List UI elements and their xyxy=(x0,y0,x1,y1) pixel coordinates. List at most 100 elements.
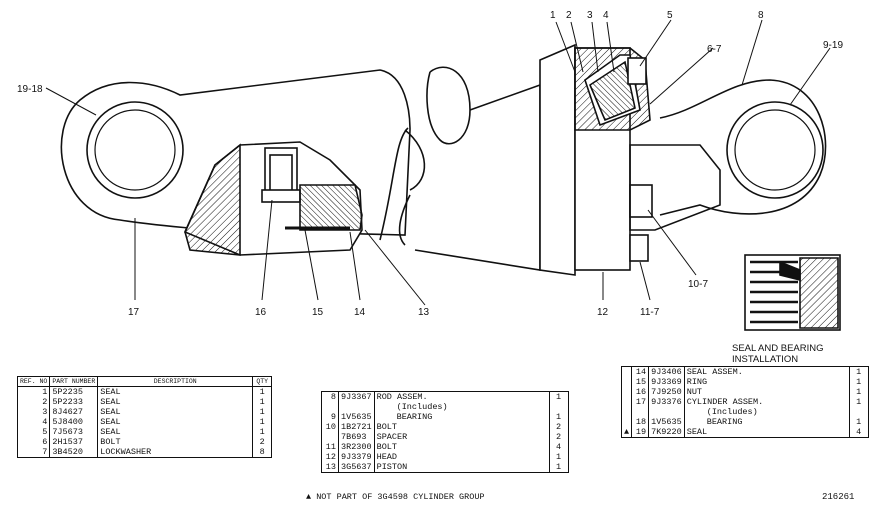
cell-desc: SEAL xyxy=(97,417,254,427)
cell-desc: (Includes) xyxy=(374,402,550,412)
cell-ref: 10 xyxy=(321,422,339,432)
callout-16: 16 xyxy=(255,307,267,318)
cell-qty: 4 xyxy=(556,442,562,452)
cell-desc: SEAL xyxy=(684,427,850,438)
callout-2: 2 xyxy=(566,10,572,21)
cell-desc: SEAL xyxy=(97,427,254,437)
cell-desc: HEAD xyxy=(374,452,550,462)
cell-qty xyxy=(849,407,868,417)
cell-ref: 7 xyxy=(17,447,51,458)
cell-desc: BOLT xyxy=(374,442,550,452)
cell-desc: PISTON xyxy=(374,462,550,473)
rod-head xyxy=(539,43,721,276)
tube-break xyxy=(379,66,541,271)
cell-qty: 1 xyxy=(556,452,562,462)
cell-qty: 1 xyxy=(259,397,265,407)
cell-qty: 4 xyxy=(856,427,862,437)
callout-17: 17 xyxy=(128,307,140,318)
cell-part: 1V5635 xyxy=(648,417,685,427)
callout-14: 14 xyxy=(354,307,366,318)
cell-part: 9J3406 xyxy=(648,366,685,377)
callout-15: 15 xyxy=(312,307,324,318)
cell-qty: 2 xyxy=(556,422,562,432)
cell-part: 3B4520 xyxy=(49,447,99,458)
qty-header: QTY xyxy=(252,376,272,387)
seal-installation-caption: SEAL AND BEARING INSTALLATION xyxy=(732,343,824,365)
cell-ref: 14 xyxy=(631,366,650,377)
cell-part: 7J9250 xyxy=(648,387,685,397)
cell-desc: CYLINDER ASSEM. xyxy=(684,397,850,407)
cell-part: 3R2300 xyxy=(338,442,375,452)
callout-10-7: 10-7 xyxy=(688,279,708,290)
cell-desc: BOLT xyxy=(374,422,550,432)
cell-desc: BOLT xyxy=(97,437,254,447)
cell-desc: SPACER xyxy=(374,432,550,442)
cell-ref: 13 xyxy=(321,462,339,473)
callout-19-18: 19-18 xyxy=(17,84,43,95)
cell-mark: ▲ xyxy=(621,427,633,438)
cell-part: 8J4627 xyxy=(49,407,99,417)
cell-desc: SEAL ASSEM. xyxy=(684,366,850,377)
rod-eye xyxy=(659,79,827,216)
callout-3: 3 xyxy=(587,10,593,21)
cell-part: 5P2233 xyxy=(49,397,99,407)
cell-part: 2H1537 xyxy=(49,437,99,447)
cell-part: 5P2235 xyxy=(49,386,99,397)
cell-mark xyxy=(621,397,633,407)
cell-desc: BEARING xyxy=(374,412,550,422)
cell-qty: 1 xyxy=(259,417,265,427)
cell-desc: SEAL xyxy=(97,386,254,397)
cell-ref: 15 xyxy=(631,377,650,387)
cell-mark xyxy=(621,377,633,387)
cell-part xyxy=(338,402,375,412)
cell-ref: 4 xyxy=(17,417,51,427)
cell-ref: 17 xyxy=(631,397,650,407)
cell-part: 9J3369 xyxy=(648,377,685,387)
callout-13: 13 xyxy=(418,307,430,318)
part-number-header: PART NUMBER xyxy=(49,376,99,387)
seal-installation-detail xyxy=(744,254,841,331)
cell-qty: 1 xyxy=(259,427,265,437)
cell-desc: LOCKWASHER xyxy=(97,447,254,458)
callout-8: 8 xyxy=(758,10,764,21)
piston-cutaway xyxy=(183,141,363,256)
cell-ref: 19 xyxy=(631,427,650,438)
cell-part: 9J3376 xyxy=(648,397,685,407)
callout-4: 4 xyxy=(603,10,609,21)
cell-desc: ROD ASSEM. xyxy=(374,391,550,402)
leader-lines xyxy=(45,19,831,306)
cell-ref: 11 xyxy=(321,442,339,452)
cell-part: 7K9220 xyxy=(648,427,685,438)
cell-mark xyxy=(621,417,633,427)
cell-desc: SEAL xyxy=(97,407,254,417)
cell-desc: BEARING xyxy=(684,417,850,427)
cell-qty: 8 xyxy=(259,447,265,457)
cell-part xyxy=(648,407,685,417)
cell-part: 1V5635 xyxy=(338,412,375,422)
cell-ref xyxy=(321,402,339,412)
cell-qty: 1 xyxy=(856,417,862,427)
cell-part: 7B693 xyxy=(338,432,375,442)
cell-ref xyxy=(321,432,339,442)
ref-no-header: REF. NO xyxy=(17,376,51,387)
cell-qty: 1 xyxy=(259,387,265,397)
callout-12: 12 xyxy=(597,307,609,318)
cell-desc: SEAL xyxy=(97,397,254,407)
cell-part: 9J3379 xyxy=(338,452,375,462)
cell-ref: 6 xyxy=(17,437,51,447)
